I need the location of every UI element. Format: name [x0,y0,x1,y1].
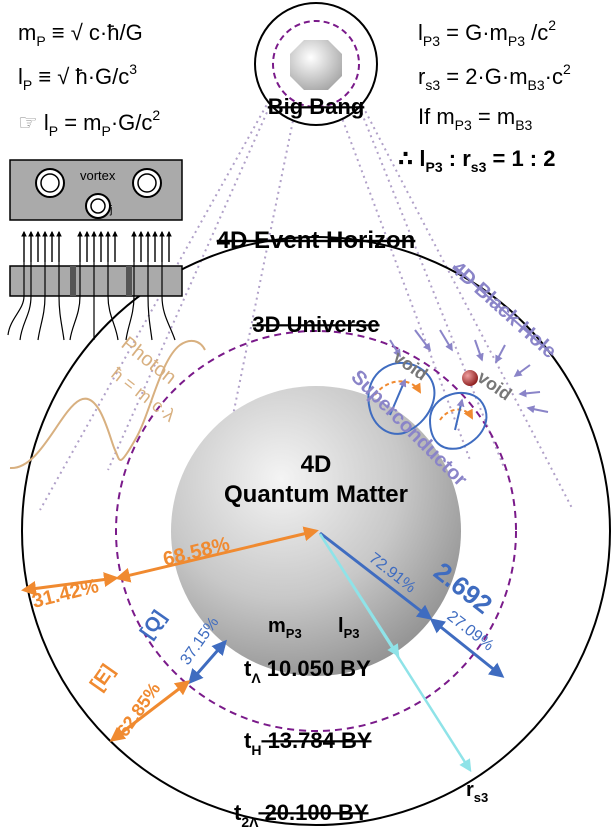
vortex-label: vortex [80,168,116,183]
big-bang-symbol [254,2,378,126]
pct-outer-left: 31.42% [30,575,101,613]
quantum-matter-line1: 4D [301,451,332,478]
formula-if-equal: If mP3 = mB3 [418,104,533,133]
black-hole-arrows [389,329,549,414]
pct-6285: 62.85% [113,679,164,740]
formula-planck-relation: ☞ lP = mP·G/c2 [18,107,160,139]
event-horizon-label: 4D Event Horizon [217,227,416,254]
void-left-label: void [390,347,432,385]
pct-2709: 27.09% [444,608,497,655]
superconductor-loops [367,361,488,450]
formula-planck-mass: mP ≡ √ c·ħ/G [18,20,143,49]
event-horizon-circle [21,236,611,826]
arrow-q [188,639,227,685]
t-h-label: tH 13.784 BY [244,728,372,758]
vortex-diagram: vortex j [7,159,183,341]
arrow-e [109,680,191,742]
r-s3-label: rs3 [466,779,488,805]
universe-3d-label: 3D Universe [252,312,379,337]
particle-ball [462,370,478,386]
big-bang-label: Big Bang [268,94,365,119]
pct-3715: 37.15% [177,614,222,668]
l-p3-label: lP3 [338,615,359,641]
formula-l-p3: lP3 = G·mP3 /c2 [418,17,556,49]
j-label: j [109,204,112,216]
t-lambda-label: tΛ 10.050 BY [244,656,371,686]
arrow-inner-left [115,526,319,583]
formula-planck-length: lP ≡ √ ħ·G/c3 [18,61,137,93]
formula-ratio: ∴ lP3 : rs3 = 1 : 2 [398,146,555,175]
m-p3-label: mP3 [268,615,302,641]
e-label: [E] [86,660,119,694]
light-cone-lines [39,73,574,511]
t-2lambda-label: t2Λ 20.100 BY [234,800,369,830]
arrow-blue-outer [429,618,505,678]
photon-wave [9,339,206,470]
formula-r-s3: rs3 = 2·G·mB3·c2 [418,61,571,93]
arrow-blue-inner [319,531,433,620]
quantum-matter-line2: Quantum Matter [224,481,408,508]
arrow-outer-left [21,572,119,596]
q-label: [Q] [136,607,171,643]
arrow-l-p3 [318,533,400,658]
